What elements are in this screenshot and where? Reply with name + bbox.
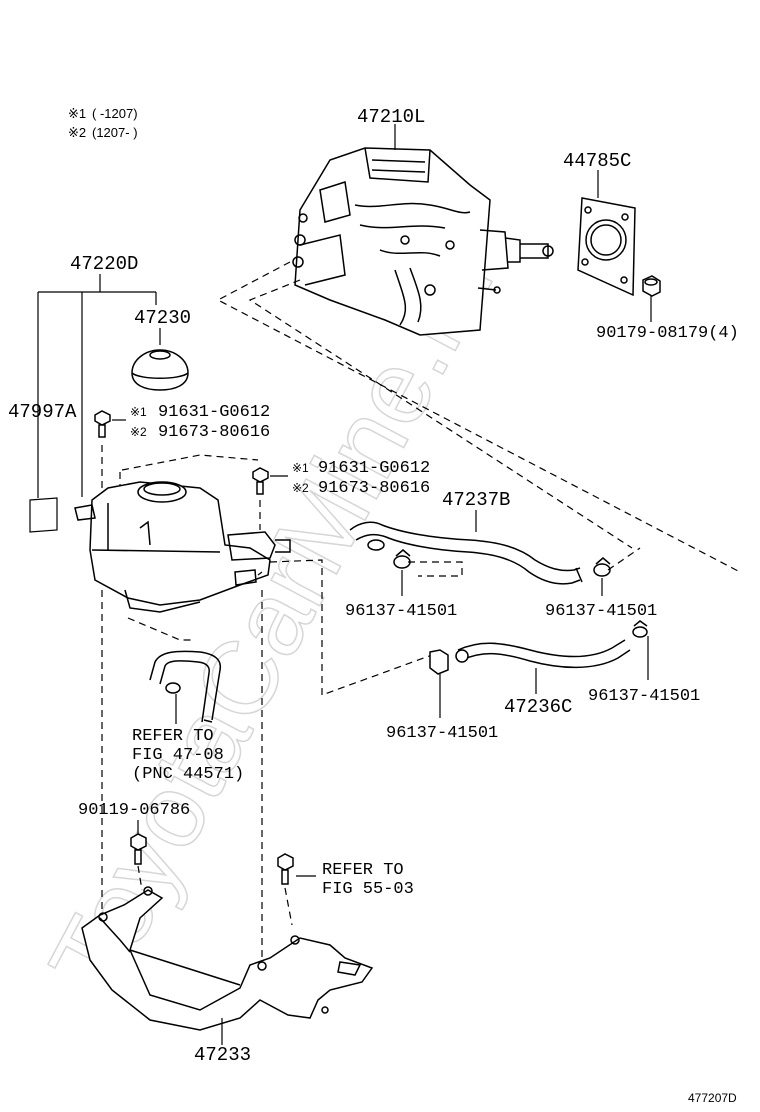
legend-mark-1: ※1 xyxy=(68,106,86,121)
figure-code: 477207D xyxy=(688,1091,737,1105)
clamp-b-drawing xyxy=(593,557,611,577)
gasket-drawing xyxy=(577,197,636,297)
nut-drawing xyxy=(642,275,661,297)
ref-fig47-line2: FIG 47-08 xyxy=(132,746,224,765)
label-47236C: 47236C xyxy=(504,696,572,718)
reservoir-hose-drawing xyxy=(149,650,222,723)
label-90179-08179: 90179-08179(4) xyxy=(596,324,739,343)
legend-range-2: (1207- ) xyxy=(92,125,138,140)
label-plate-drawing xyxy=(29,497,58,533)
ref-fig47-line3: (PNC 44571) xyxy=(132,765,244,784)
upper-hose-drawing xyxy=(349,521,583,585)
bolt2-mark-1: ※1 xyxy=(292,461,309,475)
watermark: ToyotaCarMine.ru xyxy=(28,232,516,1011)
ref-fig55-line1: REFER TO xyxy=(322,861,404,880)
reservoir-tank-drawing xyxy=(74,481,291,613)
label-clamp-d: 96137-41501 xyxy=(588,687,700,706)
label-47220D: 47220D xyxy=(70,253,138,275)
clamp-d-drawing xyxy=(632,620,648,638)
brake-actuator-drawing xyxy=(292,147,554,336)
clamp-c-drawing xyxy=(429,649,449,675)
bolt1-mark-1: ※1 xyxy=(130,405,147,419)
lower-bolt-drawing xyxy=(130,833,147,865)
clamp-a-drawing xyxy=(393,549,411,569)
bolt1-mark-2: ※2 xyxy=(130,425,147,439)
label-bolt2-91631: 91631-G0612 xyxy=(318,459,430,478)
label-bolt1-91631: 91631-G0612 xyxy=(158,403,270,422)
label-47210L: 47210L xyxy=(357,106,425,128)
label-47230: 47230 xyxy=(134,307,191,329)
label-47237B: 47237B xyxy=(442,489,510,511)
ref-fig47-line1: REFER TO xyxy=(132,727,214,746)
label-90119-06786: 90119-06786 xyxy=(78,801,190,820)
legend-mark-2: ※2 xyxy=(68,125,86,140)
bolt1-drawing xyxy=(94,410,111,438)
label-44785C: 44785C xyxy=(563,150,631,172)
bolt2-mark-2: ※2 xyxy=(292,481,309,495)
label-clamp-c: 96137-41501 xyxy=(386,724,498,743)
ref-fig55-line2: FIG 55-03 xyxy=(322,880,414,899)
bolt2-drawing xyxy=(252,467,269,495)
bracket-drawing xyxy=(81,886,374,1031)
label-clamp-a: 96137-41501 xyxy=(345,602,457,621)
fig55-bolt-drawing xyxy=(277,853,294,885)
label-47233: 47233 xyxy=(194,1044,251,1066)
reservoir-cap-drawing xyxy=(131,349,189,391)
label-bolt2-91673: 91673-80616 xyxy=(318,479,430,498)
legend-range-1: ( -1207) xyxy=(92,106,138,121)
label-47997A: 47997A xyxy=(8,401,77,423)
label-clamp-b: 96137-41501 xyxy=(545,602,657,621)
label-bolt1-91673: 91673-80616 xyxy=(158,423,270,442)
lower-hose-drawing xyxy=(455,639,631,669)
